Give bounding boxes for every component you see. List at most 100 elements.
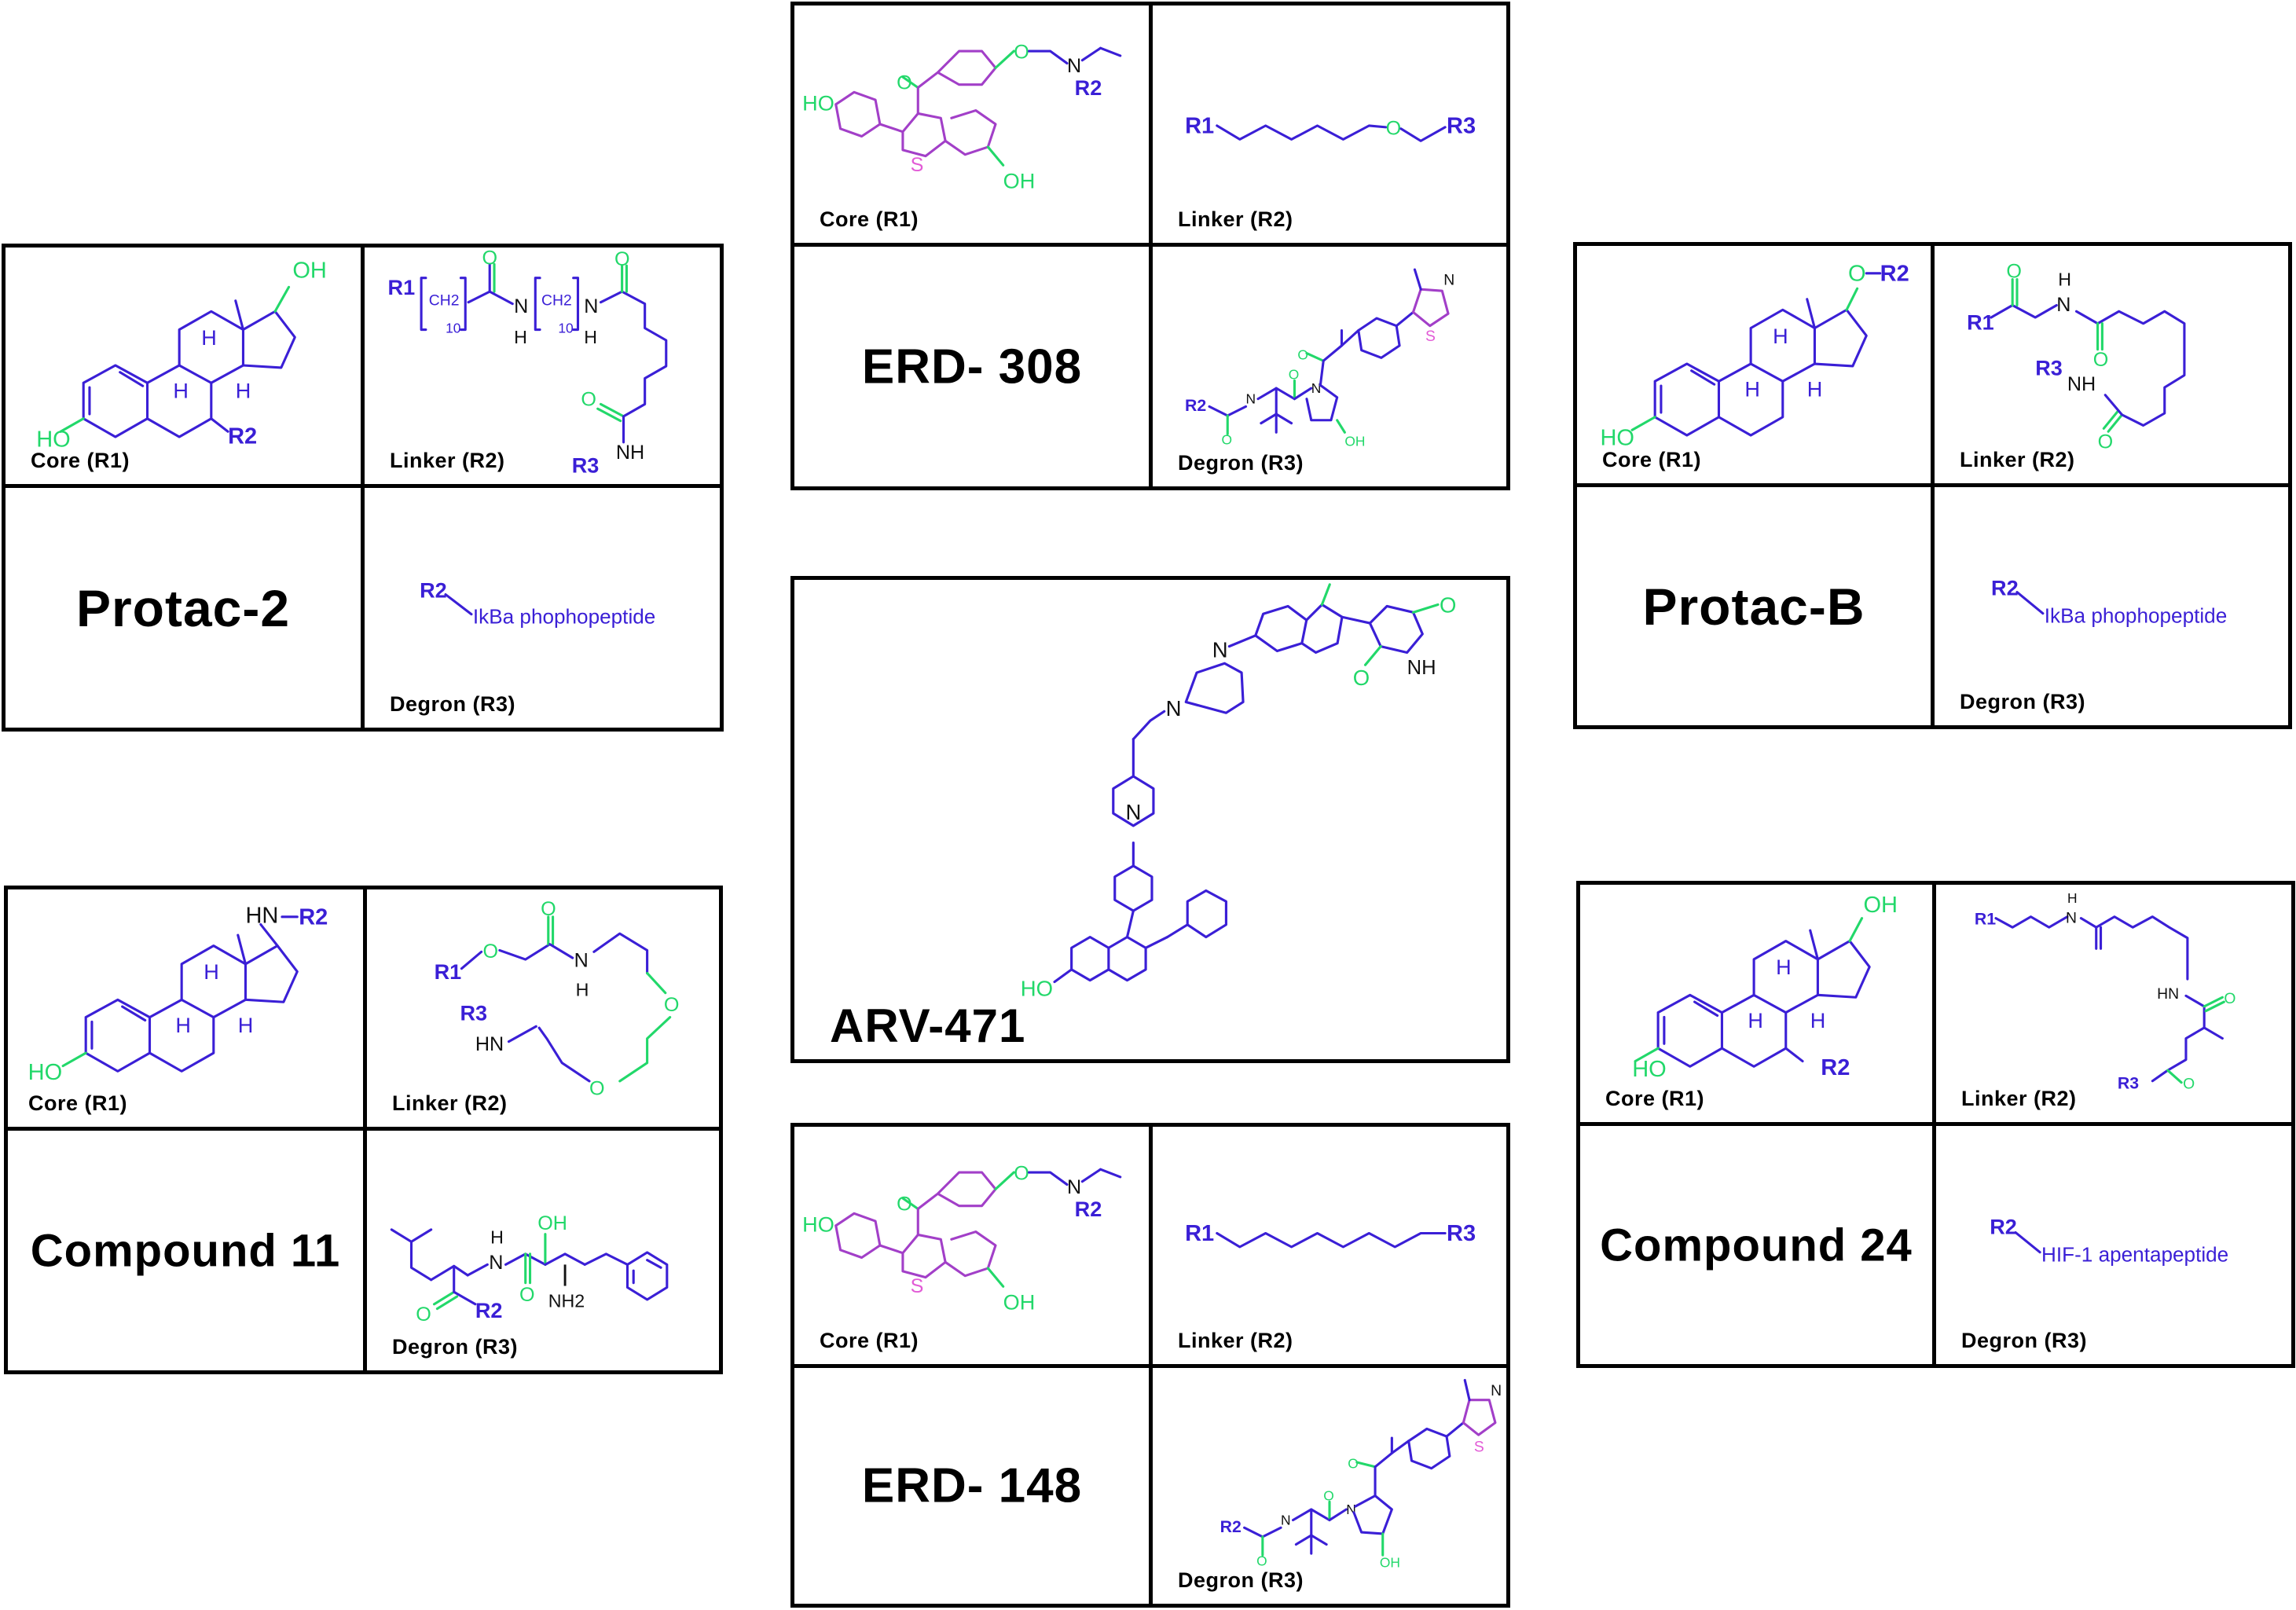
compound11-degron-cell: O R2 N H O OH NH2 Degron (R3) [363,1127,723,1374]
protac2-degron-r2-label: R2 [420,578,447,602]
protacB-name-cell: Protac-B [1573,483,1935,729]
protacB-core-h1-label: H [1773,324,1788,348]
arv471-structure: HO N N N O O NH O [1021,580,1457,1000]
erd148-linker-structure: R1 R3 [1185,1221,1476,1249]
protac2-core-oh-label: OH [292,259,327,284]
protac2-linker-n10b-label: 10 [558,320,573,336]
erd308-name: ERD- 308 [861,339,1083,394]
protacB-linker-cell: R1 O N H O O NH R3 Linker (R2) [1931,242,2292,487]
erd148-core-oh-label: OH [1003,1289,1036,1314]
compound11-linker-caption: Linker (R2) [392,1091,508,1115]
arv471-o3-label: O [1353,666,1370,690]
protac2-linker-structure: R1 CH2 10 O N H CH2 10 N H O O NH [388,248,668,477]
compound11-linker-n-label: N [574,950,589,972]
protac2-degron-caption: Degron (R3) [390,692,515,716]
erd308-core-o2-label: O [1014,42,1029,64]
erd148-linker-r3-label: R3 [1447,1221,1476,1246]
protacB-linker-caption: Linker (R2) [1960,448,2075,471]
compound11-core-hn-label: HN [245,904,278,929]
erd308-degron-s-label: S [1425,328,1436,345]
compound24-core-h1-label: H [1776,955,1792,979]
protacB-degron-cell: R2 IkBa phophopeptide Degron (R3) [1931,483,2292,729]
erd308-core-r2-label: R2 [1075,75,1102,100]
compound11-degron-o2-label: O [519,1284,535,1306]
protacB-degron-caption: Degron (R3) [1960,690,2085,713]
compound11-degron-h-label: H [490,1227,504,1247]
protac2-core-caption: Core (R1) [31,449,130,472]
protacB-linker-h-label: H [2058,269,2071,289]
erd148-linker-caption: Linker (R2) [1178,1329,1293,1352]
erd148-degron-caption: Degron (R3) [1178,1568,1304,1592]
compound24-linker-structure: R1 N H HN O O R3 [1975,890,2236,1092]
compound11-core-h1-label: H [204,959,219,984]
compound24-linker-hn-label: HN [2157,985,2179,1003]
erd148-core-structure: HO S OH O O N R2 [802,1163,1122,1314]
erd308-degron-o2-label: O [1289,366,1300,382]
compound11-linker-o3-label: O [664,994,680,1016]
compound24-degron-r2-label: R2 [1990,1214,2017,1238]
protac2-degron-text: IkBa phophopeptide [473,604,655,628]
erd148-degron-structure: R2 O N O N OH O S N [1220,1378,1502,1571]
arv471-o1-label: O [1320,580,1337,583]
protac2-core-cell: OH HO R2 H H H Core (R1) [2,244,365,488]
compound24-linker-r3-label: R3 [2118,1073,2139,1092]
erd308-linker-cell: R1 O R3 Linker (R2) [1149,2,1510,247]
erd308-core-oh-label: OH [1003,168,1036,193]
protac2-core-ho-label: HO [36,427,71,453]
protacB-core-h3-label: H [1807,377,1823,402]
erd148-degron-cell: R2 O N O N OH O S N [1149,1364,1510,1608]
arv471-n1-label: N [1126,800,1142,824]
protacB-linker-r3-label: R3 [2035,356,2063,380]
compound11-core-structure: HN R2 HO H H H [28,904,328,1085]
erd148-degron-n3-label: N [1491,1382,1502,1399]
erd308-degron-oh-label: OH [1344,434,1365,449]
erd148-degron-o2-label: O [1323,1487,1334,1503]
compound11-core-r2-label: R2 [299,905,328,930]
erd148-core-o2-label: O [1014,1163,1029,1185]
erd308-linker-r1-label: R1 [1185,114,1214,139]
compound24-linker-n-label: N [2066,909,2077,926]
compound11-linker-o1-label: O [483,941,499,963]
protac2-linker-r1-label: R1 [388,275,416,299]
protacB-core-o-label: O [1848,262,1866,287]
erd148-core-cell: HO S OH O O N R2 Core (R1) [790,1123,1154,1368]
protac2-linker-cell: R1 CH2 10 O N H CH2 10 N H O O NH [361,244,724,488]
erd148-core-o1-label: O [897,1193,912,1215]
protac2-core-h2-label: H [173,379,189,403]
protac2-degron-structure: R2 IkBa phophopeptide [420,578,655,628]
erd308-degron-n2-label: N [1311,380,1322,396]
erd148-degron-s-label: S [1474,1438,1484,1455]
compound11-core-cell: HN R2 HO H H H Core (R1) [4,886,367,1131]
protacB-degron-structure: R2 IkBa phophopeptide [1991,575,2227,627]
compound11-linker-o2-label: O [541,898,556,920]
compound11-degron-structure: O R2 N H O OH NH2 [390,1212,669,1326]
compound24-core-caption: Core (R1) [1605,1087,1705,1110]
compound24-core-r2-label: R2 [1821,1055,1850,1080]
erd148-degron-oh-label: OH [1380,1555,1400,1571]
protacB-linker-o3-label: O [2098,431,2114,453]
protac2-core-r2-label: R2 [228,424,257,449]
compound24-core-oh-label: OH [1863,893,1898,918]
compound11-degron-r2-label: R2 [475,1298,503,1322]
erd308-linker-r3-label: R3 [1447,114,1476,139]
compound24-degron-structure: R2 HIF-1 apentapeptide [1990,1214,2228,1266]
erd308-linker-caption: Linker (R2) [1178,207,1293,231]
protac2-core-h1-label: H [201,325,217,350]
protac2-linker-o3-label: O [581,388,596,410]
protac2-linker-o2-label: O [614,248,630,270]
compound11-linker-h-label: H [576,980,589,1000]
protacB-linker-nh-label: NH [2067,373,2096,395]
arv471-ho-label: HO [1021,976,1053,1000]
erd308-linker-o-label: O [1386,118,1402,140]
erd308-core-caption: Core (R1) [820,207,919,231]
compound24-core-cell: OH HO R2 H H H Core (R1) [1576,881,1936,1126]
protac2-degron-cell: R2 IkBa phophopeptide Degron (R3) [361,484,724,732]
protacB-name: Protac-B [1642,577,1865,636]
erd148-name-cell: ERD- 148 [790,1364,1154,1608]
arv471-o2-label: O [1440,592,1456,617]
compound24-degron-text: HIF-1 apentapeptide [2041,1242,2228,1266]
protacB-core-structure: O R2 HO H H H [1600,262,1909,451]
erd308-degron-r2-label: R2 [1185,396,1206,415]
compound24-degron-caption: Degron (R3) [1961,1329,2087,1352]
protac2-linker-h2-label: H [584,327,597,347]
